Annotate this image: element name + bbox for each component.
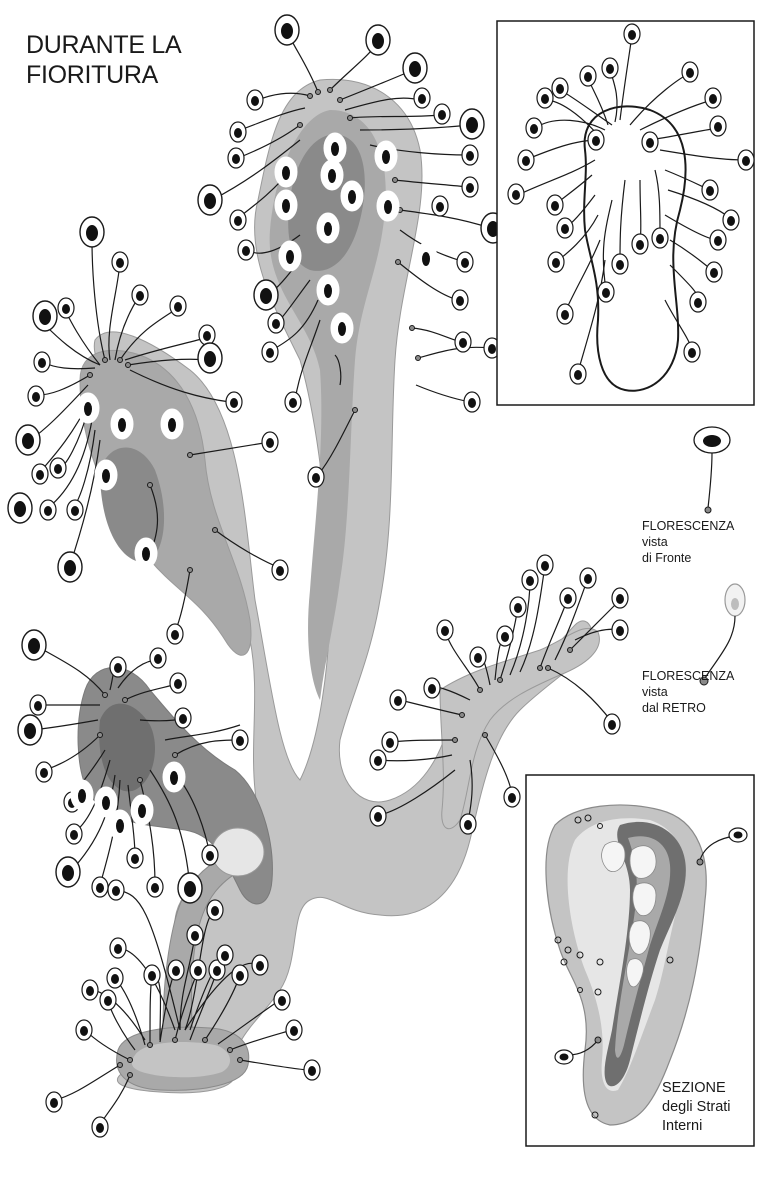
diagram-title: DURANTE LA FIORITURA	[26, 30, 181, 90]
section-line-1: SEZIONE	[662, 1079, 731, 1098]
title-line-2: FIORITURA	[26, 60, 181, 90]
florescence-front-icon	[694, 427, 730, 513]
legend-back-line-2: vista	[642, 684, 734, 700]
legend-back-caption: FLORESCENZA vista dal RETRO	[642, 668, 734, 716]
legend-front-line-2: vista	[642, 534, 734, 550]
legend-front-line-1: FLORESCENZA	[642, 518, 734, 534]
section-line-2: degli Strati	[662, 1098, 731, 1117]
legend-front-line-3: di Fronte	[642, 550, 734, 566]
outline-inset	[497, 21, 754, 405]
title-line-1: DURANTE LA	[26, 30, 181, 60]
legend-back-line-3: dal RETRO	[642, 700, 734, 716]
legend-front-caption: FLORESCENZA vista di Fronte	[642, 518, 734, 566]
legend-back-line-1: FLORESCENZA	[642, 668, 734, 684]
section-line-3: Interni	[662, 1117, 731, 1136]
section-caption: SEZIONE degli Strati Interni	[662, 1079, 731, 1136]
